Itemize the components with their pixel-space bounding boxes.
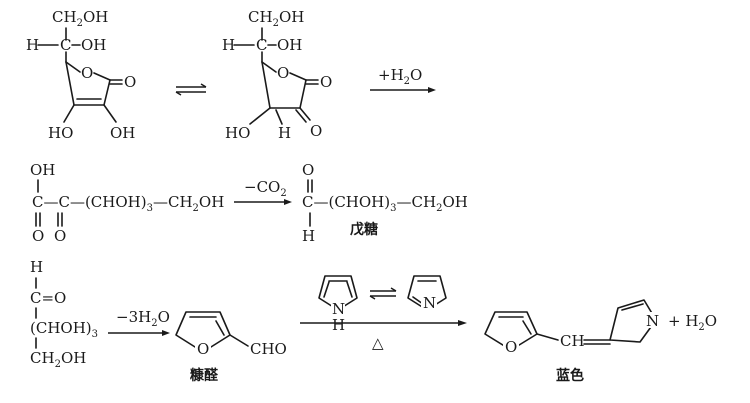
ho-label: HO — [225, 124, 250, 142]
furan-oxygen: O — [505, 338, 517, 356]
c-label: C — [256, 36, 267, 54]
carbonyl-o-1: O — [32, 227, 44, 245]
plus-water: + H2​O — [668, 312, 717, 333]
ch2oh-label: CH2​OH — [248, 8, 304, 29]
decarboxylation-arrow: −CO2​ — [234, 178, 292, 205]
ch-label: CH — [560, 332, 585, 350]
furfural-name: 糠醛 — [189, 367, 219, 384]
tautomer-equilibrium — [369, 287, 397, 300]
diketogulonic-acid: OH C—C—(CHOH)3​—CH2​OH O O — [30, 161, 224, 245]
ch2oh-label: CH2​OH — [52, 8, 108, 29]
furfural-molecule: O CHO 糠醛 — [175, 311, 287, 384]
carbonyl-oxygen: O — [320, 73, 332, 91]
h-label: H — [30, 258, 43, 276]
ring-oxygen: O — [81, 64, 93, 82]
hydration-arrow: +H2​O — [370, 66, 436, 93]
pentose-molecule: O C—(CHOH)3​—CH2​OH H 戊糖 — [302, 161, 468, 245]
pyrrolenine-reagent: N — [407, 275, 447, 312]
pyrrole-n: N — [332, 300, 345, 318]
arrow-label: −CO2​ — [244, 178, 287, 199]
pentose-chain: C—(CHOH)3​—CH2​OH — [302, 193, 468, 214]
product-n: N — [646, 312, 659, 330]
aldehyde-o: O — [302, 161, 314, 179]
pyrrole-reagent: N H — [318, 275, 358, 334]
equilibrium-arrow — [175, 83, 207, 96]
pyrrolenine-n: N — [423, 294, 436, 312]
chain-label: (CHOH)3​ — [30, 319, 98, 340]
acid-oh: OH — [30, 161, 55, 179]
oh-label: OH — [81, 36, 106, 54]
h-label: H — [26, 36, 39, 54]
condensation-arrow: △ — [300, 320, 467, 352]
h-label: H — [222, 36, 235, 54]
blue-product-molecule: O CH N + H2​O 蓝色 — [484, 299, 717, 384]
ring-oxygen: O — [277, 64, 289, 82]
product-name: 蓝色 — [556, 367, 584, 384]
aldehyde-h: H — [302, 227, 315, 245]
c-label: C — [60, 36, 71, 54]
oh-label: OH — [277, 36, 302, 54]
dehydroascorbic-molecule: CH2​OH H C OH O O O HO H — [222, 8, 332, 142]
carbonyl-o-2: O — [54, 227, 66, 245]
cho-label: CHO — [250, 340, 287, 358]
acid-chain: C—C—(CHOH)3​—CH2​OH — [32, 193, 224, 214]
carbonyl-oxygen: O — [124, 73, 136, 91]
heat-label: △ — [372, 334, 384, 352]
pentose-name: 戊糖 — [350, 221, 378, 238]
enol-oh-left: HO — [48, 124, 73, 142]
pentose-open-chain: H C=O (CHOH)3​ CH2​OH — [30, 258, 98, 370]
ascorbic-acid-molecule: CH2​OH H C OH O O HO OH — [26, 8, 136, 142]
c-eq-o-label: C=O — [30, 289, 66, 307]
ring-h-label: H — [278, 124, 291, 142]
dehydration-arrow: −3H2​O — [108, 308, 170, 336]
furan-oxygen: O — [197, 340, 209, 358]
arrow-label: +H2​O — [378, 66, 422, 87]
ch2oh-label: CH2​OH — [30, 349, 86, 370]
enol-oh-right: OH — [110, 124, 135, 142]
keto-oxygen: O — [310, 122, 322, 140]
pyrrole-h: H — [332, 316, 345, 334]
arrow-label: −3H2​O — [116, 308, 170, 329]
